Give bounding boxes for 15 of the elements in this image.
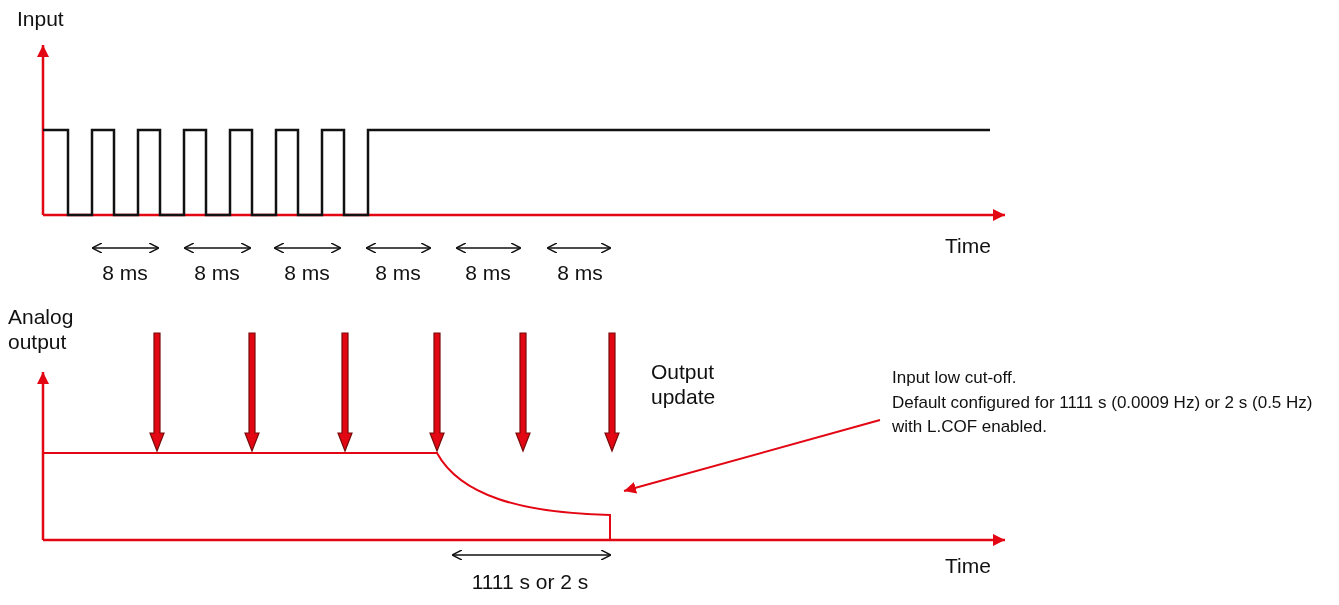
annotation-text: Output update bbox=[651, 359, 717, 410]
duration-label: 8 ms bbox=[375, 260, 421, 286]
duration-label: 8 ms bbox=[465, 260, 511, 286]
leader-line bbox=[623, 419, 881, 494]
duration-label: 8 ms bbox=[284, 260, 330, 286]
axis-label: Input bbox=[17, 6, 64, 32]
annotation-text: Input low cut-off. Default configured for 1111 s (0.0009 Hz) or 2 s (0.5 Hz) with L.COF enabled. bbox=[892, 366, 1332, 440]
axis-label: Time bbox=[945, 233, 991, 259]
axis-label: Analog output bbox=[8, 304, 75, 355]
duration-label: 8 ms bbox=[194, 260, 240, 286]
duration-label: 1111 s or 2 s bbox=[471, 569, 589, 595]
duration-label: 8 ms bbox=[102, 260, 148, 286]
duration-label: 8 ms bbox=[557, 260, 603, 286]
output-waveform bbox=[42, 452, 611, 541]
axis-label: Time bbox=[945, 553, 991, 579]
